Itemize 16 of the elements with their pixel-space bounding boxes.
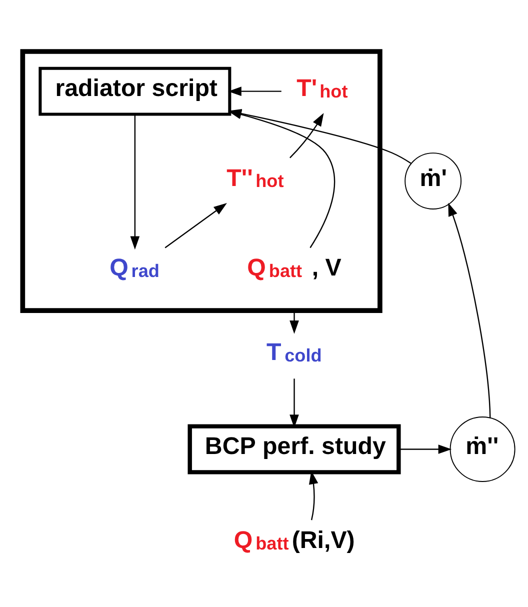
- arrow: [228, 86, 282, 96]
- node-text: Tcold: [266, 338, 322, 366]
- node-box: radiator script: [38, 66, 232, 116]
- arrow: [398, 444, 452, 454]
- node-circle: ṁ': [404, 152, 462, 209]
- arrow: [130, 114, 140, 250]
- arrow: [290, 310, 299, 334]
- node-circle: ṁ'': [450, 416, 516, 482]
- arrow: [448, 202, 491, 418]
- node-text: T'hot: [296, 74, 348, 102]
- arrow: [290, 378, 299, 428]
- cluster: [20, 48, 382, 313]
- arrow: [164, 202, 227, 248]
- node-box: BCP perf. study: [188, 424, 401, 474]
- arrow: [290, 112, 324, 158]
- node-text: T''hot: [226, 164, 284, 192]
